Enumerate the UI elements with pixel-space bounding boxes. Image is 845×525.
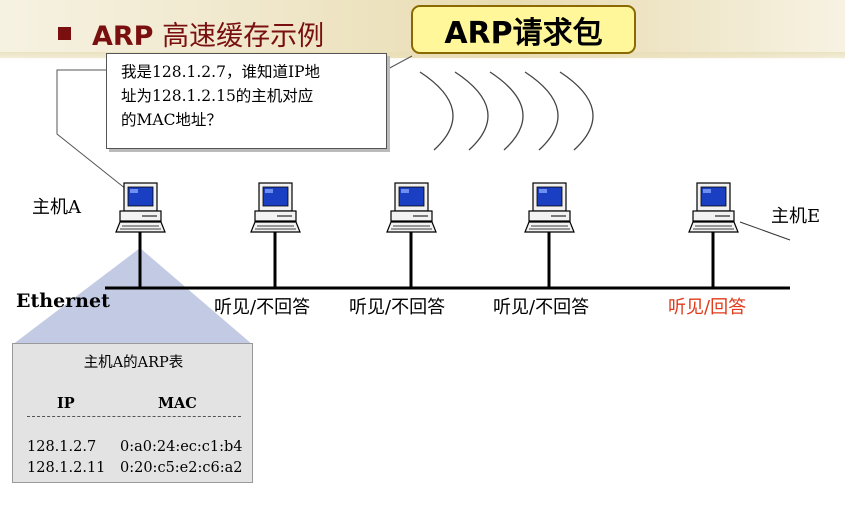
host-response: 听见/不回答 — [214, 297, 311, 318]
computer-icon — [386, 182, 437, 288]
callout-line: 址为128.1.2.15的主机对应 — [121, 87, 314, 105]
table-cell-mac: 0:a0:24:ec:c1:b4 — [120, 439, 243, 455]
broadcast-waves-icon — [419, 71, 594, 151]
header-shadow — [0, 52, 845, 60]
column-header-ip: IP — [57, 395, 75, 412]
host-a-label: 主机A — [32, 197, 81, 218]
host-response: 听见/不回答 — [493, 297, 590, 318]
callout-line: 我是128.1.2.7，谁知道IP地 — [121, 63, 321, 81]
title-text: 高速缓存示例 — [162, 21, 325, 52]
host-response-reply: 听见/回答 — [668, 297, 747, 318]
title-prefix: ARP — [92, 21, 154, 52]
callout-line: 的MAC地址？ — [121, 111, 222, 129]
arp-request-box: ARP请求包 — [411, 5, 636, 54]
arp-table: 主机A的ARP表 IP MAC 128.1.2.7 0:a0:24:ec:c1:… — [12, 343, 253, 483]
table-divider — [27, 416, 241, 417]
callout-leader-left — [56, 69, 137, 198]
bullet-icon — [58, 27, 71, 40]
host-e-label: 主机E — [771, 206, 821, 227]
slide-title: ARP 高速缓存示例 — [92, 14, 324, 53]
host-response: 听见/不回答 — [349, 297, 446, 318]
table-cell-ip: 128.1.2.11 — [27, 460, 106, 476]
request-callout: 我是128.1.2.7，谁知道IP地 址为128.1.2.15的主机对应 的MA… — [106, 53, 387, 149]
arp-table-title: 主机A的ARP表 — [83, 355, 184, 371]
host-e-leader — [739, 221, 791, 241]
host-a-computer-icon — [115, 182, 166, 288]
table-cell-ip: 128.1.2.7 — [27, 439, 97, 455]
computer-icon — [524, 182, 575, 288]
arp-table-pointer — [12, 248, 253, 345]
ethernet-label: Ethernet — [16, 290, 110, 312]
computer-icon — [250, 182, 301, 288]
column-header-mac: MAC — [158, 395, 197, 412]
callout-leader-right — [385, 55, 413, 71]
table-cell-mac: 0:20:c5:e2:c6:a2 — [120, 460, 243, 476]
host-e-computer-icon — [688, 182, 739, 288]
